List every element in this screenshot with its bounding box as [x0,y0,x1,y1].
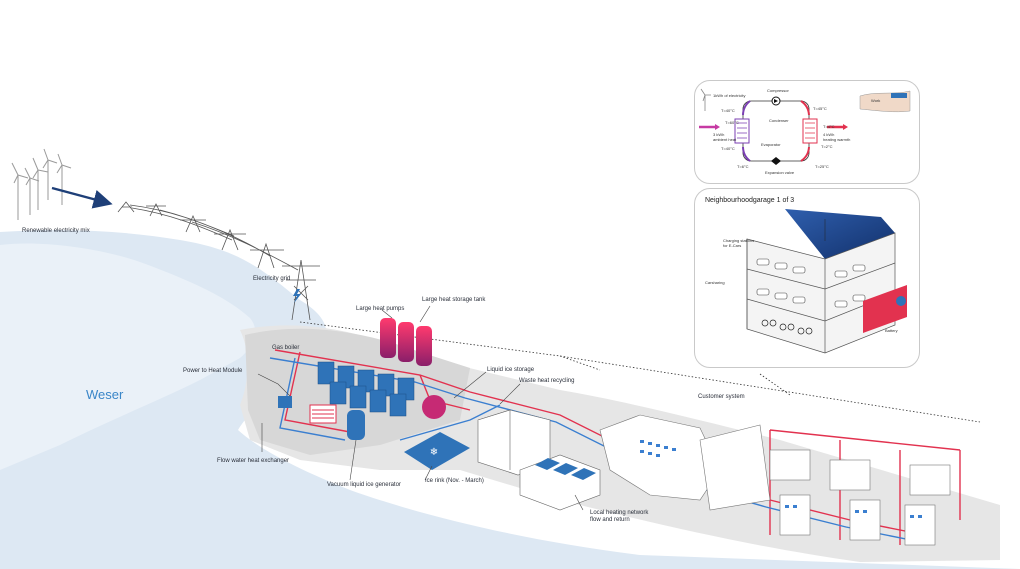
building-windows [640,440,922,518]
cycle-temp-8: T=25°C [815,164,829,169]
condenser-icon [802,118,818,144]
ice-rink [404,432,470,470]
cycle-work-label: Work [871,98,881,103]
power-pylons [117,201,320,321]
waste-heat-label: Waste heat recycling [519,378,575,384]
leader-lines [257,305,584,511]
solar-roof [785,209,895,259]
cycle-temp-5: T=45°C [813,106,827,111]
grid-label: Electricity grid [253,276,291,282]
evaporator-icon [734,118,750,144]
garage-charging-label: Charging stations for E-Cars [723,238,755,248]
wind-turbines-left [11,148,72,220]
solar-panels-roof [535,458,596,480]
gas-boiler-label: Gas boiler [272,345,300,351]
heat-pump-units [317,361,415,417]
expansion-valve-icon [771,157,781,165]
ice-rink-label: Ice rink (Nov. - March) [425,478,484,484]
flow-water-label: Flow water heat exchanger [217,458,290,464]
vacuum-ice-generator [347,410,365,440]
dotted-connections [299,321,981,423]
cycle-temp-2: T=60°C [725,120,739,125]
cycle-temp-1: T=40°C [721,108,735,113]
battery-icon [896,296,906,306]
heat-storage-tanks [380,318,432,366]
garage-carsharing-label: Carsharing [705,280,725,285]
garage-cars [756,258,866,308]
river-weser [0,230,1020,569]
wind-turbine-icon [700,88,711,111]
heat-pump-cycle-graphic [699,88,911,165]
cycle-temp-7: T=2°C [821,144,833,149]
customer-label: Customer system [698,394,745,400]
garage-callout: Neighbourhoodgarage 1 of 3 Charging stat… [694,188,920,368]
heat-pump-cycle-callout: 1kWh of electricity Compressor Work Cond… [694,80,920,184]
garage-graphic [746,209,907,354]
gas-boiler [278,396,292,408]
battery-container [863,285,907,333]
snowflake-icon: ❄ [430,447,438,458]
garage-battery-label: Battery [885,328,898,333]
cycle-evaporator-label: Evaporator [761,142,781,147]
vacuum-ice-label: Vacuum liquid ice generator [327,482,401,488]
cycle-electricity-label: 1kWh of electricity [713,93,746,98]
weser-label: Weser [86,387,124,402]
renewable-arrow [51,186,113,209]
renewable-label: Renewable electricity mix [22,228,90,234]
lightning-icon [293,289,301,303]
cycle-expansion-label: Expansion valve [765,170,795,175]
local-network-label: Local heating network flow and return [590,510,649,523]
cycle-heating-label: 4 kWh heating warmth [823,132,851,142]
cycle-compressor-label: Compressor [767,88,789,93]
power-to-heat-module [309,404,337,424]
cycle-ambient-label: 3 kWh ambient heat [713,132,737,142]
cycle-temp-4: T=6°C [737,164,749,169]
bicycles [761,319,813,335]
residential-buildings [599,414,951,546]
power-to-heat-label: Power to Heat Module [183,368,243,374]
heat-pumps-label: Large heat pumps [356,306,405,312]
liquid-ice-storage [422,395,446,419]
liquid-ice-label: Liquid ice storage [487,367,535,373]
garage-title: Neighbourhoodgarage 1 of 3 [705,197,795,204]
cycle-temp-6: T=4°C [823,124,835,129]
storage-tank-label: Large heat storage tank [422,297,486,303]
cycle-temp-3: T=40°C [721,146,735,151]
cycle-condenser-label: Condenser [769,118,789,123]
river-bank [0,232,256,470]
